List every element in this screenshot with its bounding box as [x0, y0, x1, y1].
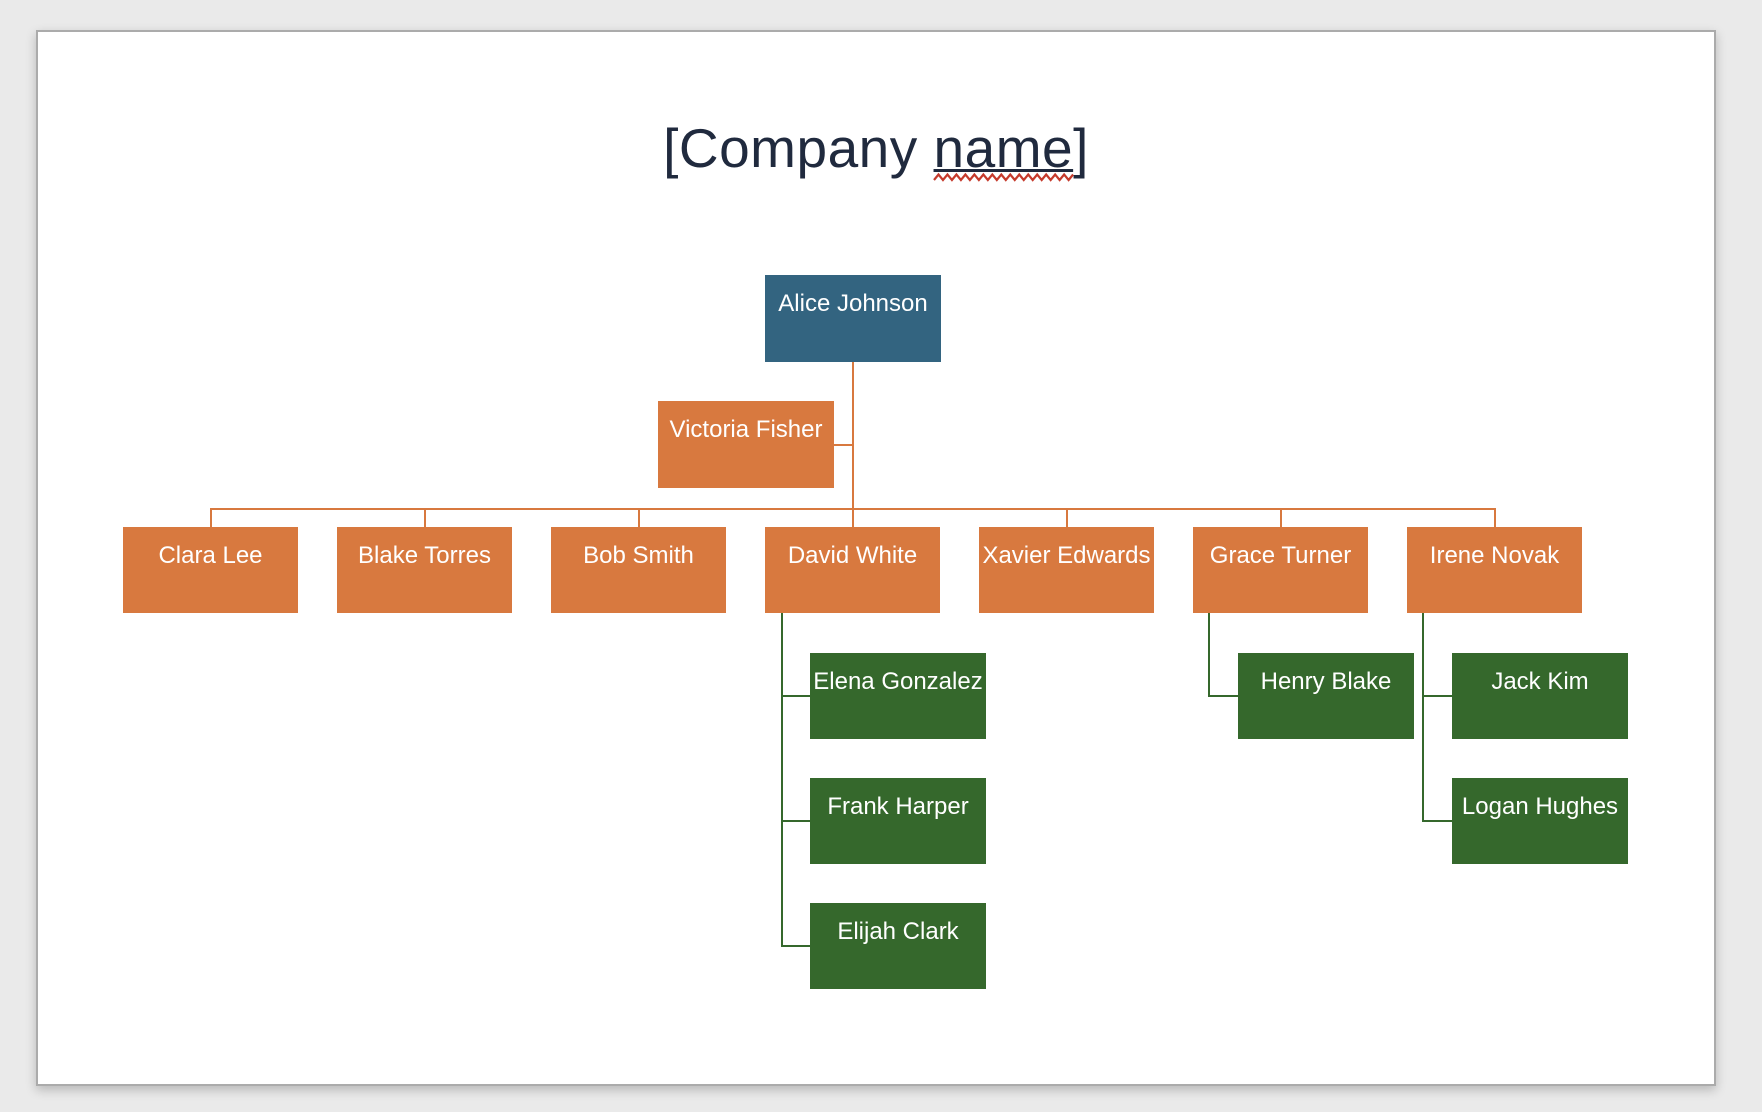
org-node-manager-xavier-edwards[interactable]: Xavier Edwards [979, 527, 1154, 613]
org-node-report-elena-gonzalez[interactable]: Elena Gonzalez [810, 653, 986, 739]
org-node-label: Clara Lee [158, 542, 263, 569]
connector-drop-bob [637, 509, 640, 527]
org-node-label: Henry Blake [1260, 668, 1392, 695]
org-node-label: Frank Harper [827, 793, 969, 820]
org-node-label: Elena Gonzalez [813, 668, 983, 695]
org-node-label: Xavier Edwards [982, 542, 1151, 569]
connector-drop-david [851, 509, 854, 527]
org-node-label: Bob Smith [583, 542, 694, 569]
title-underlined-word: name [932, 116, 1074, 182]
org-node-manager-clara-lee[interactable]: Clara Lee [123, 527, 298, 613]
org-node-manager-bob-smith[interactable]: Bob Smith [551, 527, 726, 613]
org-node-label: Alice Johnson [778, 290, 928, 317]
org-node-report-jack-kim[interactable]: Jack Kim [1452, 653, 1628, 739]
org-node-label: Blake Torres [358, 542, 491, 569]
connector-drop-irene [1493, 509, 1496, 527]
connector-drop-blake [423, 509, 426, 527]
org-node-manager-grace-turner[interactable]: Grace Turner [1193, 527, 1368, 613]
slide[interactable]: [Company name] Alice Johnson Victoria Fi… [36, 30, 1716, 1086]
org-node-manager-irene-novak[interactable]: Irene Novak [1407, 527, 1582, 613]
connector-david-vertical [781, 613, 783, 947]
connector-logan-stub [1424, 820, 1452, 822]
connector-drop-clara [209, 509, 212, 527]
connector-irene-vertical [1422, 613, 1424, 822]
org-node-report-henry-blake[interactable]: Henry Blake [1238, 653, 1414, 739]
org-node-label: Grace Turner [1209, 542, 1352, 569]
org-node-label: Irene Novak [1429, 542, 1560, 569]
connector-assistant-stub [834, 443, 853, 446]
spellcheck-squiggle-icon [932, 172, 1074, 182]
connector-jack-stub [1424, 695, 1452, 697]
connector-drop-xavier [1065, 509, 1068, 527]
org-node-label: Jack Kim [1491, 668, 1589, 695]
org-node-report-frank-harper[interactable]: Frank Harper [810, 778, 986, 864]
connector-drop-grace [1279, 509, 1282, 527]
org-node-report-elijah-clark[interactable]: Elijah Clark [810, 903, 986, 989]
org-node-report-logan-hughes[interactable]: Logan Hughes [1452, 778, 1628, 864]
connector-grace-vertical [1208, 613, 1210, 697]
org-node-label: Logan Hughes [1461, 793, 1619, 820]
connector-elena-stub [783, 695, 810, 697]
org-node-label: David White [787, 542, 918, 569]
org-node-manager-david-white[interactable]: David White [765, 527, 940, 613]
org-node-label: Elijah Clark [837, 918, 959, 945]
connector-root-vertical [851, 362, 854, 510]
connector-henry-stub [1210, 695, 1238, 697]
org-node-label: Victoria Fisher [669, 416, 823, 443]
connector-frank-stub [783, 820, 810, 822]
org-node-assistant[interactable]: Victoria Fisher [658, 401, 834, 488]
org-node-root[interactable]: Alice Johnson [765, 275, 941, 362]
title-prefix: [Company [663, 117, 934, 179]
org-node-manager-blake-torres[interactable]: Blake Torres [337, 527, 512, 613]
slide-title[interactable]: [Company name] [38, 116, 1714, 182]
title-suffix: ] [1073, 117, 1089, 179]
connector-elijah-stub [783, 945, 810, 947]
